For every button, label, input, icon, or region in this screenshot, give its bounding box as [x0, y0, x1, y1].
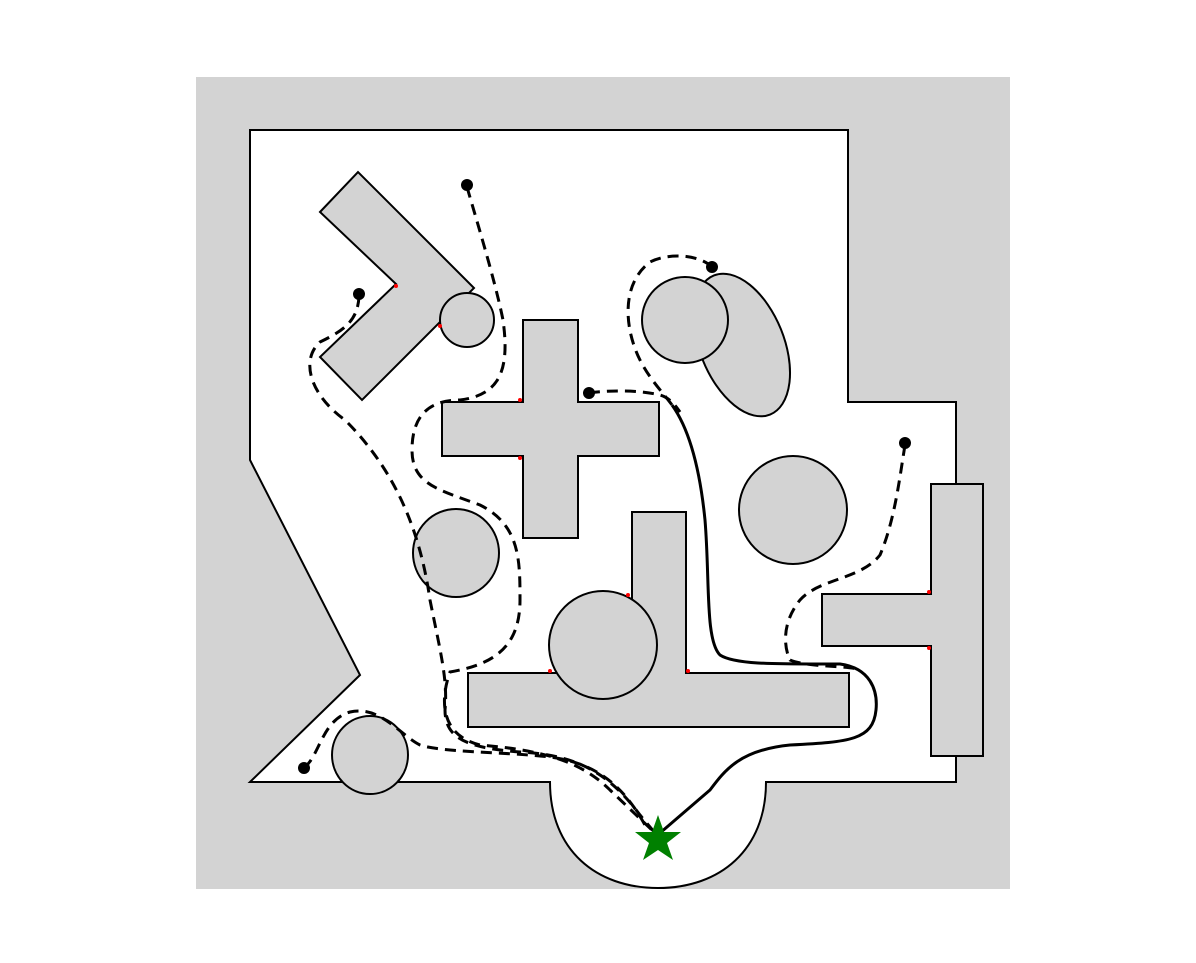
trajectory-path	[410, 186, 657, 835]
obstacle-circle	[641, 276, 729, 364]
goal-star-icon	[635, 815, 681, 860]
obstacles	[318, 170, 984, 795]
trajectory-path	[308, 295, 657, 834]
obstacle-circle	[548, 590, 658, 700]
contact-marks	[394, 284, 931, 673]
trajectory-path	[626, 254, 714, 406]
start-point-icon	[461, 179, 473, 191]
start-points	[298, 179, 911, 774]
start-point-icon	[899, 437, 911, 449]
obstacle-circle	[439, 292, 495, 348]
trajectory-path	[659, 404, 878, 835]
obstacle-side-t	[821, 483, 984, 757]
trajectory-path	[302, 709, 647, 826]
trajectory-path	[588, 389, 682, 413]
obstacle-circle	[738, 455, 848, 565]
obstacle-circle	[412, 508, 500, 598]
start-point-icon	[353, 288, 365, 300]
start-point-icon	[706, 261, 718, 273]
trajectories	[302, 186, 907, 835]
start-point-icon	[583, 387, 595, 399]
start-point-icon	[298, 762, 310, 774]
obstacle-circle	[331, 715, 409, 795]
